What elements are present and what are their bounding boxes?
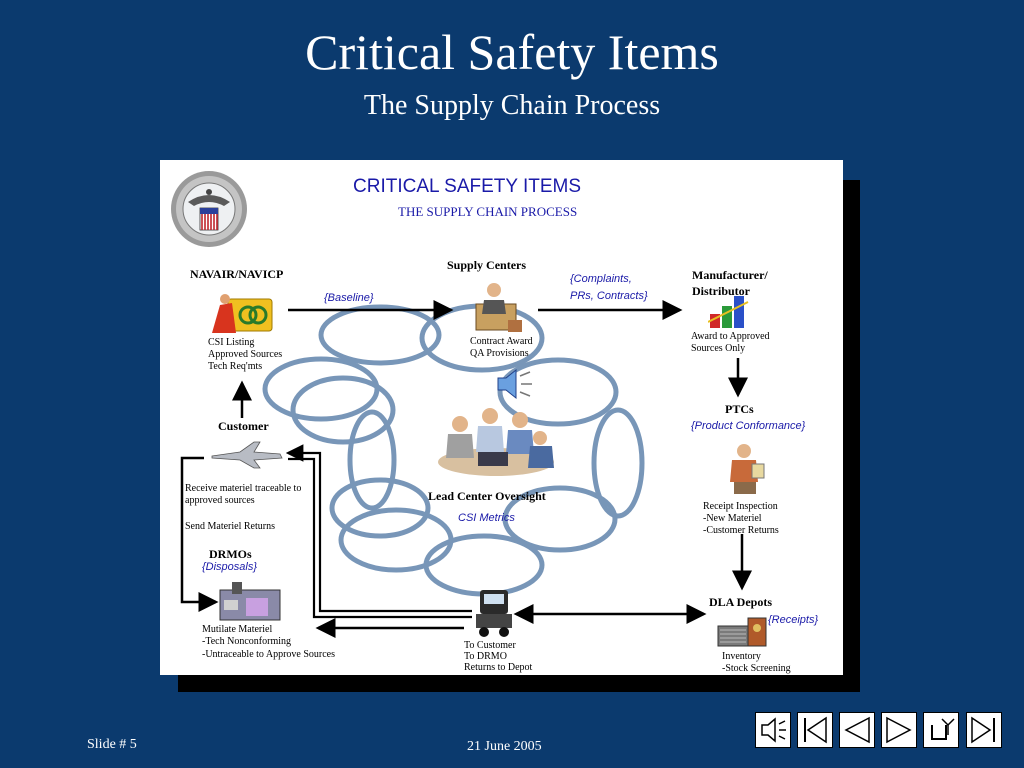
disposal-facility-icon — [219, 582, 281, 621]
navair-label: NAVAIR/NAVICP — [190, 267, 284, 281]
drmos-line-2: -Tech Nonconforming — [202, 636, 291, 647]
first-slide-icon — [804, 716, 827, 744]
slide-title: Critical Safety Items — [305, 24, 719, 80]
diagram-panel: CRITICAL SAFETY ITEMS THE SUPPLY CHAIN P… — [160, 160, 843, 675]
navair-line-1: CSI Listing — [208, 337, 255, 348]
complaints-line-1: {Complaints, — [570, 273, 632, 285]
navair-figure-icon — [212, 294, 273, 333]
truck-line-2: To DRMO — [464, 651, 507, 662]
diagram-title: CRITICAL SAFETY ITEMS — [353, 176, 582, 197]
dla-depots-label: DLA Depots — [709, 595, 773, 609]
sound-button[interactable] — [755, 712, 791, 748]
supply-line-2: QA Provisions — [470, 348, 529, 359]
complaints-line-2: PRs, Contracts} — [570, 290, 648, 302]
dla-seal-icon — [171, 171, 247, 247]
receipts-tag: {Receipts} — [768, 614, 819, 626]
customer-line-4: Send Materiel Returns — [185, 521, 275, 532]
slide-date: 21 June 2005 — [467, 739, 542, 754]
manufacturer-line-1: Award to Approved — [691, 331, 770, 342]
inspector-icon — [730, 444, 765, 494]
last-slide-icon — [971, 716, 995, 744]
speaker-icon[interactable] — [494, 368, 534, 400]
ptcs-line-3: -Customer Returns — [703, 525, 779, 536]
drmos-line-1: Mutilate Materiel — [202, 624, 273, 635]
customer-line-1: Receive materiel traceable to — [185, 483, 302, 494]
sound-icon — [761, 717, 786, 743]
slide-subtitle: The Supply Chain Process — [363, 90, 661, 121]
last-slide-button[interactable] — [966, 712, 1002, 748]
fighter-jet-icon — [211, 441, 283, 469]
truck-icon — [476, 590, 512, 637]
navair-line-3: Tech Req'mts — [208, 361, 263, 372]
ptcs-line-2: -New Materiel — [703, 513, 762, 524]
supply-centers-label: Supply Centers — [447, 258, 527, 272]
lead-center-team-icon — [438, 408, 554, 476]
next-slide-icon — [886, 716, 912, 744]
customer-line-2: approved sources — [185, 495, 255, 506]
ptcs-tag: {Product Conformance} — [691, 420, 806, 432]
baseline-tag: {Baseline} — [324, 292, 374, 304]
slide-number: Slide # 5 — [87, 737, 137, 752]
supply-clerk-icon — [475, 283, 522, 332]
next-slide-button[interactable] — [881, 712, 917, 748]
customer-label: Customer — [218, 419, 269, 433]
truck-line-3: Returns to Depot — [464, 662, 533, 673]
warehouse-icon — [717, 617, 767, 647]
csi-metrics-tag: CSI Metrics — [458, 512, 515, 524]
drmos-label: DRMOs — [209, 547, 252, 561]
manufacturer-label-1: Manufacturer/ — [692, 268, 768, 282]
drmos-line-3: -Untraceable to Approve Sources — [202, 649, 336, 660]
dla-line-1: Inventory — [722, 651, 761, 662]
supply-line-1: Contract Award — [470, 336, 533, 347]
manufacturer-label-2: Distributor — [692, 284, 750, 298]
previous-slide-button[interactable] — [839, 712, 875, 748]
manufacturer-chart-icon — [708, 296, 749, 328]
drmos-tag: {Disposals} — [202, 561, 258, 573]
first-slide-button[interactable] — [797, 712, 833, 748]
ptcs-label: PTCs — [725, 402, 754, 416]
previous-slide-icon — [844, 716, 870, 744]
diagram-subtitle: THE SUPPLY CHAIN PROCESS — [398, 204, 578, 219]
ptcs-line-1: Receipt Inspection — [703, 501, 778, 512]
truck-line-1: To Customer — [464, 640, 516, 651]
return-button[interactable] — [923, 712, 959, 748]
manufacturer-line-2: Sources Only — [691, 343, 746, 354]
lead-center-label: Lead Center Oversight — [428, 489, 546, 503]
dla-line-2: -Stock Screening — [722, 663, 791, 674]
navair-line-2: Approved Sources — [208, 349, 283, 360]
return-icon — [931, 718, 955, 740]
